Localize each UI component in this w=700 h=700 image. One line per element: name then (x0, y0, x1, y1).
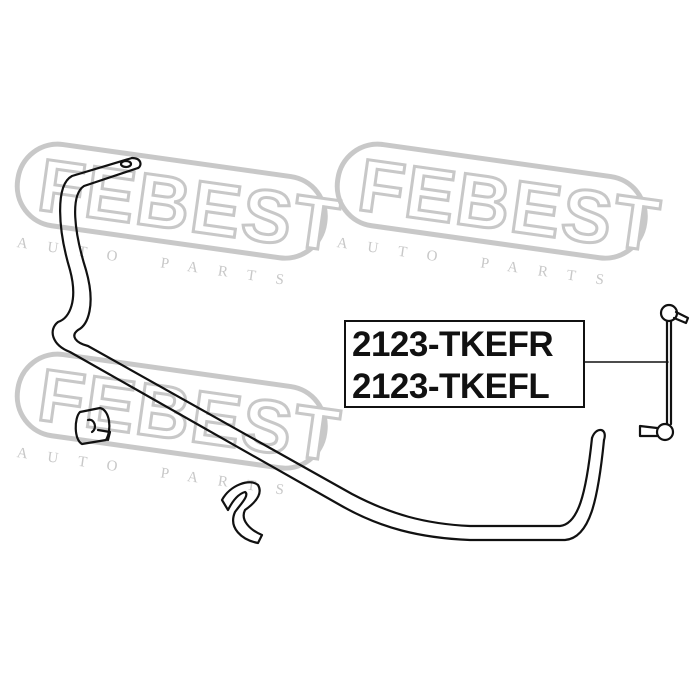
bushing-left (74, 406, 111, 446)
part-number-left: 2123-TKEFL (352, 367, 550, 406)
stabilizer-link (638, 303, 690, 442)
part-number-label: 2123-TKEFR 2123-TKEFL (344, 320, 585, 408)
bracket (220, 481, 264, 545)
stabilizer-bar-inner (73, 166, 594, 528)
stabilizer-bar (51, 156, 606, 542)
part-number-right: 2123-TKEFR (352, 325, 554, 364)
